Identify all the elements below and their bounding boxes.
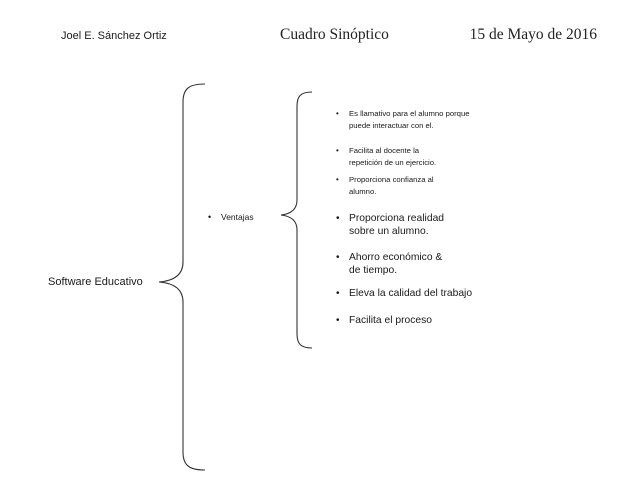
list-item: • Facilita el proceso [336, 315, 496, 328]
list-item-text: Facilita al docente la repetición de un … [349, 146, 437, 167]
list-item: • Proporciona confianza al alumno. [336, 174, 444, 198]
list-item-text: Proporciona confianza al alumno. [349, 175, 434, 196]
category-ventajas: • Ventajas [208, 212, 254, 223]
list-item: • Eleva la calidad del trabajo [336, 288, 496, 301]
bullet-icon: • [336, 288, 340, 299]
bullet-icon: • [336, 175, 339, 184]
header-date: 15 de Mayo de 2016 [469, 26, 597, 43]
list-item-text: Facilita el proceso [349, 315, 432, 326]
bullet-icon: • [336, 252, 340, 263]
sub-curly-brace [280, 91, 313, 349]
bullet-icon: • [336, 213, 340, 224]
header-author: Joel E. Sánchez Ortiz [61, 30, 167, 42]
list-item: • Es llamativo para el alumno porque pue… [336, 108, 486, 132]
main-curly-brace [158, 83, 206, 471]
category-label: Ventajas [221, 212, 254, 222]
list-item-text: Es llamativo para el alumno porque puede… [349, 109, 470, 130]
bullet-icon: • [336, 315, 340, 326]
bullet-icon: • [336, 146, 339, 155]
list-item-text: Eleva la calidad del trabajo [349, 288, 473, 299]
list-item: • Facilita al docente la repetición de u… [336, 145, 446, 169]
root-topic: Software Educativo [48, 276, 143, 288]
list-item: • Ahorro económico & de tiempo. [336, 252, 454, 277]
list-item: • Proporciona realidad sobre un alumno. [336, 213, 454, 238]
bullet-icon: • [208, 212, 212, 222]
bullet-icon: • [336, 109, 339, 118]
list-item-text: Ahorro económico & de tiempo. [349, 252, 443, 276]
header-title: Cuadro Sinóptico [280, 26, 389, 43]
list-item-text: Proporciona realidad sobre un alumno. [349, 213, 445, 237]
